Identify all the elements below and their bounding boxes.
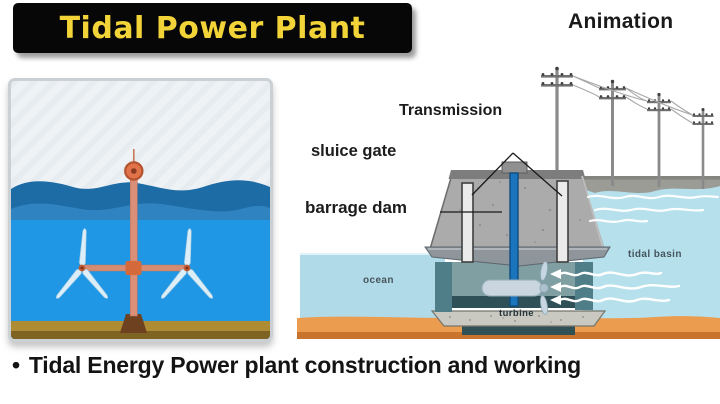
crest-cap xyxy=(501,161,528,174)
transmission-pole xyxy=(599,79,626,186)
monopile-base xyxy=(120,314,147,333)
sluice-pointer-left xyxy=(471,152,514,196)
barrage-dam-label: barrage dam xyxy=(305,198,408,217)
ocean-water xyxy=(300,253,445,318)
annotation-lines xyxy=(440,152,563,213)
barrage-diagram xyxy=(295,60,720,345)
caption-bullet: • xyxy=(12,352,20,378)
transmission-poles xyxy=(541,66,714,189)
left-rotor-icon xyxy=(53,227,111,301)
penstock-shaft xyxy=(509,172,519,307)
seabed-dark-edge xyxy=(11,331,270,339)
propeller-icon xyxy=(539,261,549,315)
basin-waves xyxy=(586,194,720,223)
sluice-gate-left xyxy=(461,182,474,263)
foundation-speckles xyxy=(449,315,584,323)
surface-hub-center xyxy=(131,168,137,174)
caption: • Tidal Energy Power plant construction … xyxy=(12,352,712,379)
transmission-pole xyxy=(647,92,671,187)
flow-arrows xyxy=(558,271,681,303)
dam-edge-highlight xyxy=(581,175,604,248)
sluice-pointer-right xyxy=(512,152,563,197)
transmission-pole xyxy=(692,108,714,189)
sluice-gate-right xyxy=(556,180,569,263)
flow-arrowheads xyxy=(550,269,561,305)
tidal-stream-turbine-illustration xyxy=(8,78,273,342)
ocean-label: ocean xyxy=(363,275,394,286)
caption-text: Tidal Energy Power plant construction an… xyxy=(28,352,581,378)
animation-label: Animation xyxy=(568,10,674,33)
sluice-gate-label: sluice gate xyxy=(311,142,397,160)
page-title: Tidal Power Plant xyxy=(13,3,412,53)
power-lines xyxy=(572,75,693,124)
transmission-pole xyxy=(541,66,573,170)
beam-joint xyxy=(125,261,142,275)
shore-edge xyxy=(583,176,720,180)
right-rotor-icon xyxy=(158,227,216,301)
page-title-text: Tidal Power Plant xyxy=(59,10,366,46)
shore-land xyxy=(583,176,720,193)
barrage-diagram-art xyxy=(297,66,720,339)
tidal-turbine-art xyxy=(11,81,270,339)
tidal-basin-label: tidal basin xyxy=(628,249,682,260)
transmission-label: Transmission xyxy=(399,102,503,119)
turbine-capsule xyxy=(481,279,543,297)
turbine-label: turbine xyxy=(499,308,534,319)
diagram-seabed-dark xyxy=(297,332,720,339)
support-pole xyxy=(130,175,138,317)
chamber-left-wall xyxy=(435,262,452,312)
